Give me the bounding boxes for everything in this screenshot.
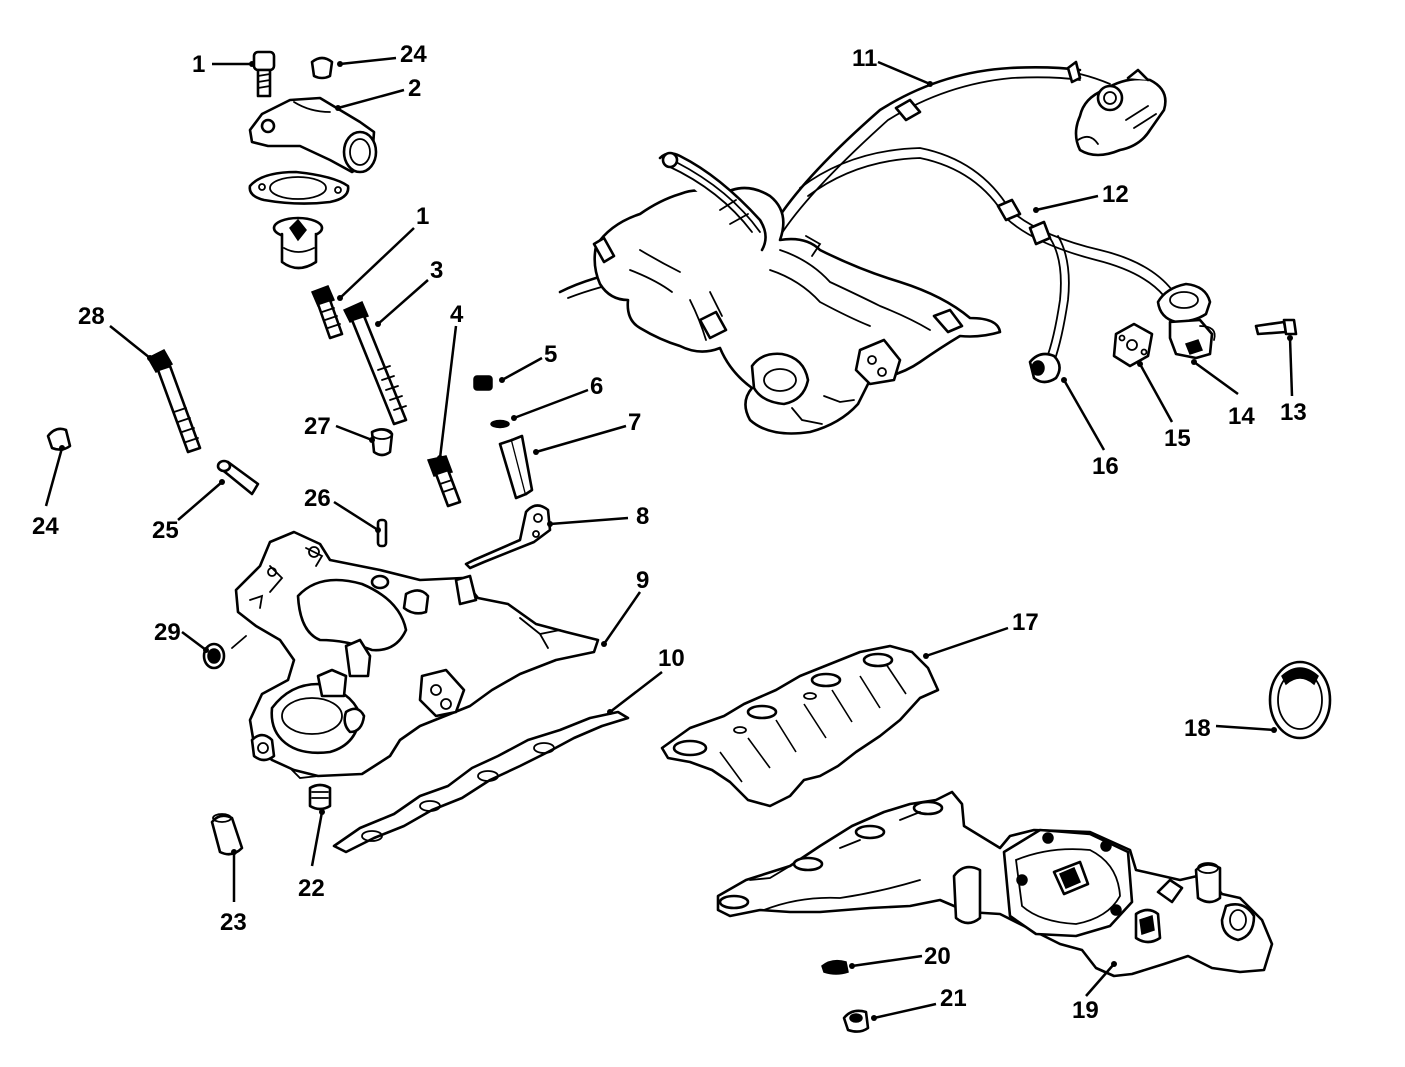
- callout-3: 3: [430, 257, 443, 284]
- callout-4: 4: [450, 301, 464, 328]
- part-long-bolt-3: [342, 301, 408, 426]
- part-egr-gasket-15: [1112, 322, 1154, 368]
- part-upper-intake-gasket-17: [660, 644, 940, 808]
- callout-26: 26: [304, 485, 331, 512]
- part-vacuum-hose-12: [799, 147, 1173, 363]
- callout-15: 15: [1164, 425, 1191, 452]
- part-washer-6: [490, 419, 510, 429]
- part-bolt-13: [1254, 318, 1298, 336]
- callout-6: 6: [590, 373, 603, 400]
- part-plug-24-left: [46, 427, 72, 451]
- part-bracket-8: [464, 504, 552, 570]
- part-egr-valve-14: [1156, 282, 1216, 360]
- part-plug-21: [842, 1009, 870, 1033]
- part-seal-ring-18: [1268, 660, 1332, 740]
- callout-12: 12: [1102, 181, 1129, 208]
- part-plug-24-top: [310, 56, 334, 80]
- callout-1-top: 1: [192, 51, 205, 78]
- callout-14: 14: [1228, 403, 1255, 430]
- leader-lines: [44, 56, 1294, 1021]
- callout-25: 25: [152, 517, 179, 544]
- part-plug-29: [202, 635, 247, 670]
- callout-5: 5: [544, 341, 557, 368]
- part-lower-intake-gasket-10: [332, 710, 630, 854]
- callout-labels: 1 24 2 1 3 28 4 5 6 7 27 24 25 26 8 29 9…: [32, 41, 1307, 1024]
- part-thermostat-housing-2: [248, 96, 378, 174]
- part-plug-22: [308, 783, 332, 811]
- part-sleeve-23: [210, 813, 244, 856]
- part-thermostat-gasket: [248, 170, 350, 205]
- callout-21: 21: [940, 985, 967, 1012]
- callout-24-left: 24: [32, 513, 59, 540]
- part-spacer-5: [473, 375, 493, 391]
- callout-16: 16: [1092, 453, 1119, 480]
- part-long-bolt-28: [146, 349, 202, 454]
- part-intake-plenum-19: [716, 790, 1274, 978]
- part-thermostat: [272, 216, 324, 270]
- part-upper-intake-manifold-assembly: [592, 151, 1002, 435]
- part-stud-27: [370, 428, 394, 457]
- part-lower-intake-manifold-9: [234, 530, 600, 779]
- callout-29: 29: [154, 619, 181, 646]
- part-bolt-4: [426, 455, 462, 508]
- part-connector-16: [1028, 352, 1061, 384]
- callout-10: 10: [658, 645, 685, 672]
- part-bracket-7: [498, 434, 534, 500]
- part-plug-20: [821, 959, 849, 975]
- callout-22: 22: [298, 875, 325, 902]
- callout-8: 8: [636, 503, 649, 530]
- callout-27: 27: [304, 413, 331, 440]
- part-bolt-1-top: [252, 50, 276, 98]
- callout-24-top: 24: [400, 41, 427, 68]
- callout-9: 9: [636, 567, 649, 594]
- callout-11: 11: [852, 45, 877, 72]
- part-bolt-1-lower: [311, 285, 344, 340]
- callout-13: 13: [1280, 399, 1307, 426]
- part-stud-26: [376, 518, 388, 548]
- callout-23: 23: [220, 909, 247, 936]
- callout-17: 17: [1012, 609, 1039, 636]
- callout-2: 2: [408, 75, 421, 102]
- callout-1-lower: 1: [416, 203, 429, 230]
- callout-28: 28: [78, 303, 105, 330]
- callout-20: 20: [924, 943, 951, 970]
- callout-18: 18: [1184, 715, 1211, 742]
- callout-7: 7: [628, 409, 641, 436]
- part-pin-25: [216, 459, 260, 496]
- callout-19: 19: [1072, 997, 1099, 1024]
